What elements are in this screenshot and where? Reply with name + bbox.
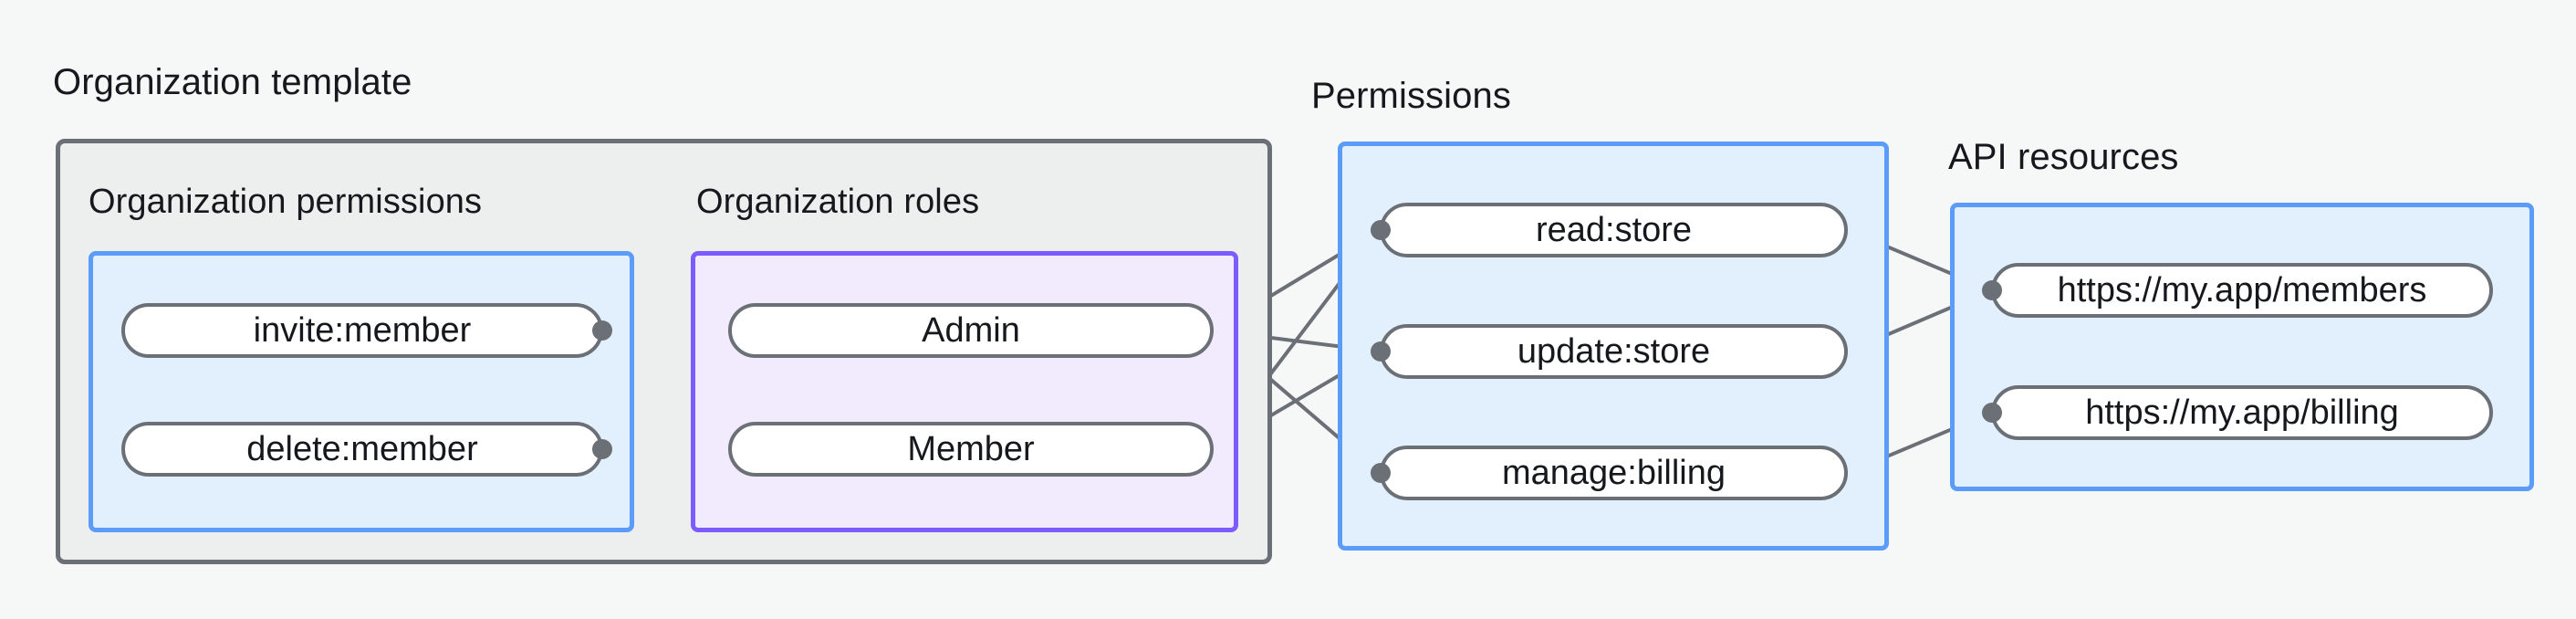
node-members-url-label: https://my.app/members xyxy=(2057,270,2427,310)
node-member[interactable]: Member xyxy=(728,422,1214,477)
node-admin-label: Admin xyxy=(922,310,1020,350)
node-invite-member[interactable]: invite:member xyxy=(121,303,603,358)
node-billing-url-label: https://my.app/billing xyxy=(2085,393,2399,432)
node-manage-billing[interactable]: manage:billing xyxy=(1380,446,1848,500)
subgroup-title-organization-permissions: Organization permissions xyxy=(89,183,483,221)
node-members-url[interactable]: https://my.app/members xyxy=(1991,263,2493,318)
node-update-store[interactable]: update:store xyxy=(1380,324,1848,379)
node-update-store-label: update:store xyxy=(1517,331,1711,371)
organization-permissions-container xyxy=(89,251,634,532)
node-read-store-label: read:store xyxy=(1535,210,1693,249)
subgroup-title-organization-roles: Organization roles xyxy=(696,183,980,221)
node-admin[interactable]: Admin xyxy=(728,303,1214,358)
node-read-store[interactable]: read:store xyxy=(1380,203,1848,257)
group-title-api-resources: API resources xyxy=(1948,137,2179,177)
node-member-label: Member xyxy=(907,429,1035,468)
group-title-permissions: Permissions xyxy=(1311,76,1511,116)
node-manage-billing-label: manage:billing xyxy=(1501,453,1726,492)
group-title-organization-template: Organization template xyxy=(53,62,412,102)
organization-roles-container xyxy=(691,251,1238,532)
api-resources-container xyxy=(1950,203,2534,491)
node-invite-member-label: invite:member xyxy=(253,310,472,350)
node-delete-member-label: delete:member xyxy=(246,429,478,468)
node-billing-url[interactable]: https://my.app/billing xyxy=(1991,385,2493,440)
node-delete-member[interactable]: delete:member xyxy=(121,422,603,477)
